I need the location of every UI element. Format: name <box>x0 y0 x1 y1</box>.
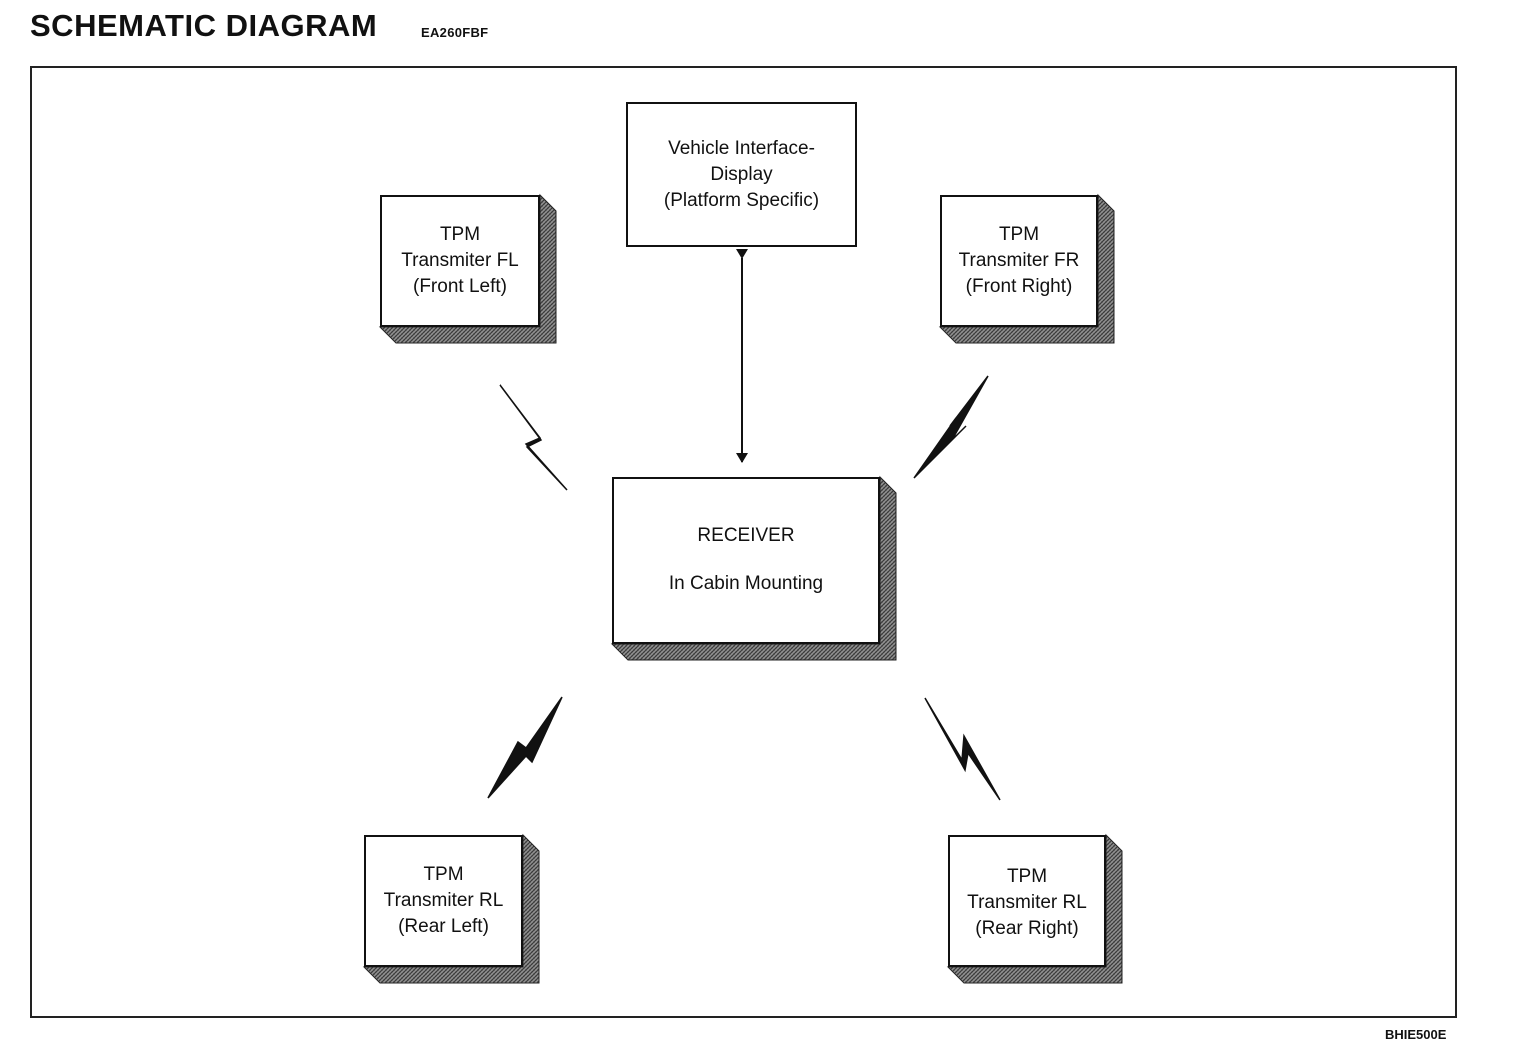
wireless-links <box>487 375 1001 801</box>
bolt-fr-icon <box>913 375 989 479</box>
vehicle-interface-line-1: Vehicle Interface- <box>668 137 815 159</box>
transmitter-fr-shadow <box>938 193 1115 344</box>
transmitter-rl-line-2: Transmiter RL <box>383 890 504 911</box>
vehicle-interface-line-2: Display <box>710 163 773 185</box>
bolt-rr-icon <box>924 697 1001 801</box>
section-code: EA260FBF <box>421 25 489 40</box>
transmitter-rr-shadow <box>946 833 1123 984</box>
transmitter-fl-line-3: (Front Left) <box>413 276 507 297</box>
bolt-fl-icon <box>499 384 568 491</box>
transmitter-rr-box: TPM Transmiter RL (Rear Right) <box>948 835 1106 967</box>
bolt-rl-icon <box>487 696 563 799</box>
transmitter-rr-line-1: TPM <box>1006 866 1048 887</box>
transmitter-rr-line-3: (Rear Right) <box>975 918 1079 939</box>
transmitter-fr-box: TPM Transmiter FR (Front Right) <box>940 195 1098 327</box>
box-shadows <box>362 193 1123 984</box>
transmitter-fl-shadow <box>378 193 557 344</box>
transmitter-rl-line-1: TPM <box>423 864 464 885</box>
receiver-title: RECEIVER <box>697 525 795 546</box>
vehicle-interface-box: Vehicle Interface- Display (Platform Spe… <box>626 102 857 247</box>
transmitter-fr-line-1: TPM <box>998 224 1040 245</box>
figure-id: BHIE500E <box>1385 1027 1447 1042</box>
transmitter-rl-shadow <box>362 833 540 984</box>
diagram-title: SCHEMATIC DIAGRAM <box>30 8 378 43</box>
transmitter-fr-line-2: Transmiter FR <box>958 250 1080 271</box>
receiver-subtitle: In Cabin Mounting <box>668 573 824 594</box>
transmitter-fl-line-1: TPM <box>439 224 481 245</box>
diagram-frame <box>30 66 1457 1018</box>
vehicle-interface-line-3: (Platform Specific) <box>663 189 820 211</box>
receiver-box: RECEIVER In Cabin Mounting <box>612 477 880 644</box>
transmitter-rl-line-3: (Rear Left) <box>398 916 489 937</box>
transmitter-rr-line-2: Transmiter RL <box>967 892 1087 913</box>
transmitter-rl-box: TPM Transmiter RL (Rear Left) <box>364 835 523 967</box>
receiver-shadow <box>610 475 897 661</box>
transmitter-fr-line-3: (Front Right) <box>965 276 1073 297</box>
transmitter-fl-box: TPM Transmiter FL (Front Left) <box>380 195 540 327</box>
transmitter-fl-line-2: Transmiter FL <box>401 250 519 271</box>
